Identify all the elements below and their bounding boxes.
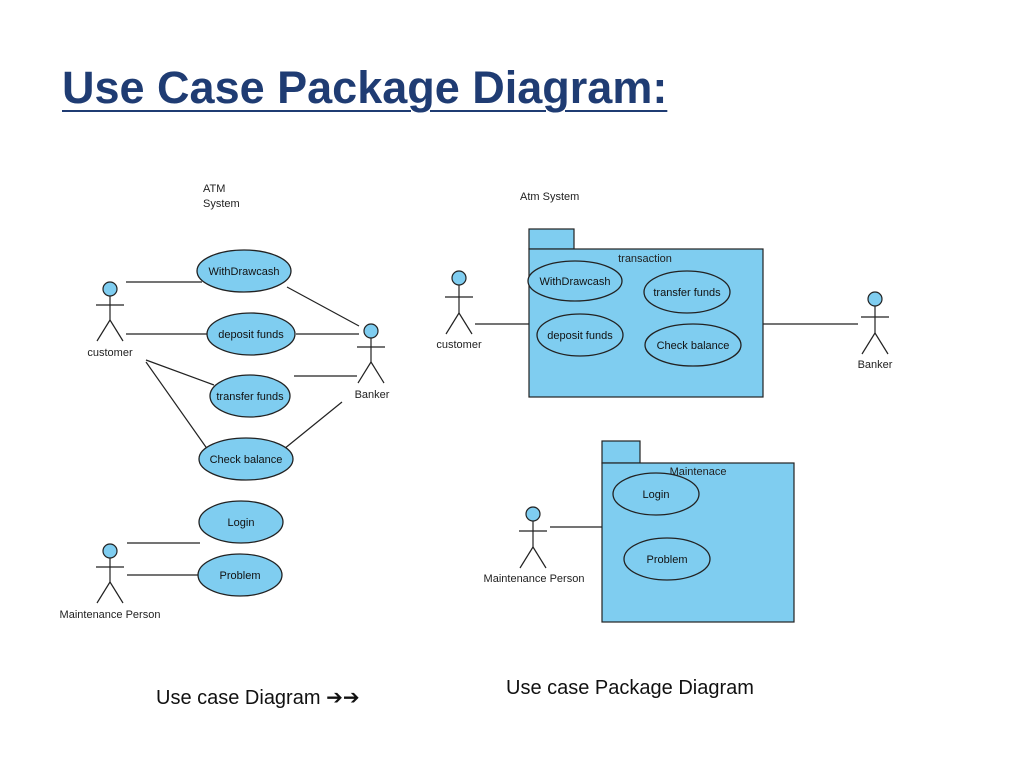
- use-case-transfer-funds: transfer funds: [209, 374, 291, 418]
- actor-maintenance-person: Maintenance Person: [60, 543, 161, 621]
- assoc-banker-check: [283, 401, 343, 450]
- actor-label: Banker: [858, 359, 893, 371]
- use-case-label: deposit funds: [547, 330, 613, 342]
- use-case-label: WithDrawcash: [540, 276, 611, 288]
- use-case-check-balance: Check balance: [198, 437, 294, 481]
- double-arrow-icon: ➔➔: [326, 687, 360, 709]
- actor-customer: customer: [87, 281, 133, 359]
- actor-label: customer: [87, 347, 133, 359]
- use-case-label: Login: [643, 489, 670, 501]
- package-transaction: transaction WithDrawcash transfer funds …: [527, 228, 764, 398]
- page-title: Use Case Package Diagram:: [62, 62, 668, 113]
- use-case-problem: Problem: [623, 537, 711, 581]
- use-case-login: Login: [198, 500, 284, 544]
- actor-label: Banker: [355, 389, 390, 401]
- left-system-label-line1: ATM: [203, 183, 225, 195]
- use-case-label: deposit funds: [218, 329, 284, 341]
- right-package-diagram: Atm System transaction WithDrawcash tran…: [436, 191, 893, 623]
- caption-package-diagram: Use case Package Diagram: [506, 677, 754, 699]
- use-case-withdraw-cash: WithDrawcash: [527, 260, 623, 302]
- use-case-label: transfer funds: [653, 287, 721, 299]
- caption-use-case-diagram: Use case Diagram ➔➔: [156, 685, 360, 710]
- use-case-label: Problem: [220, 570, 261, 582]
- use-case-label: Check balance: [210, 454, 283, 466]
- actor-label: customer: [436, 339, 482, 351]
- actor-label: Maintenance Person: [60, 609, 161, 621]
- assoc-customer-check: [145, 361, 209, 451]
- assoc-banker-withdraw: [286, 286, 360, 327]
- actor-customer: customer: [436, 270, 482, 351]
- left-associations: [126, 281, 360, 576]
- use-case-login: Login: [612, 472, 700, 516]
- use-case-deposit-funds: deposit funds: [536, 313, 624, 357]
- use-case-label: Problem: [647, 554, 688, 566]
- actor-label: Maintenance Person: [484, 573, 585, 585]
- use-case-transfer-funds: transfer funds: [643, 270, 731, 314]
- left-system-label-line2: System: [203, 198, 240, 210]
- use-case-check-balance: Check balance: [644, 323, 742, 367]
- right-system-label: Atm System: [520, 191, 579, 203]
- use-case-deposit-funds: deposit funds: [206, 312, 296, 356]
- use-case-label: WithDrawcash: [209, 266, 280, 278]
- package-name: transaction: [618, 253, 672, 265]
- right-associations: [475, 323, 858, 528]
- use-case-label: Login: [228, 517, 255, 529]
- use-case-label: transfer funds: [216, 391, 284, 403]
- caption-left-text: Use case Diagram: [156, 687, 321, 709]
- use-case-withdraw-cash: WithDrawcash: [196, 249, 292, 293]
- assoc-customer-transfer: [145, 359, 215, 386]
- package-name: Maintenace: [670, 466, 727, 478]
- use-case-label: Check balance: [657, 340, 730, 352]
- use-case-problem: Problem: [197, 553, 283, 597]
- actor-maintenance-person: Maintenance Person: [484, 506, 585, 585]
- package-tab: [601, 440, 641, 464]
- package-maintenance: Maintenace Login Problem: [601, 440, 795, 623]
- actor-banker: Banker: [355, 323, 390, 401]
- left-use-case-diagram: ATM System WithDrawcash deposit funds tr: [60, 183, 390, 621]
- package-tab: [528, 228, 575, 250]
- actor-banker: Banker: [858, 291, 893, 371]
